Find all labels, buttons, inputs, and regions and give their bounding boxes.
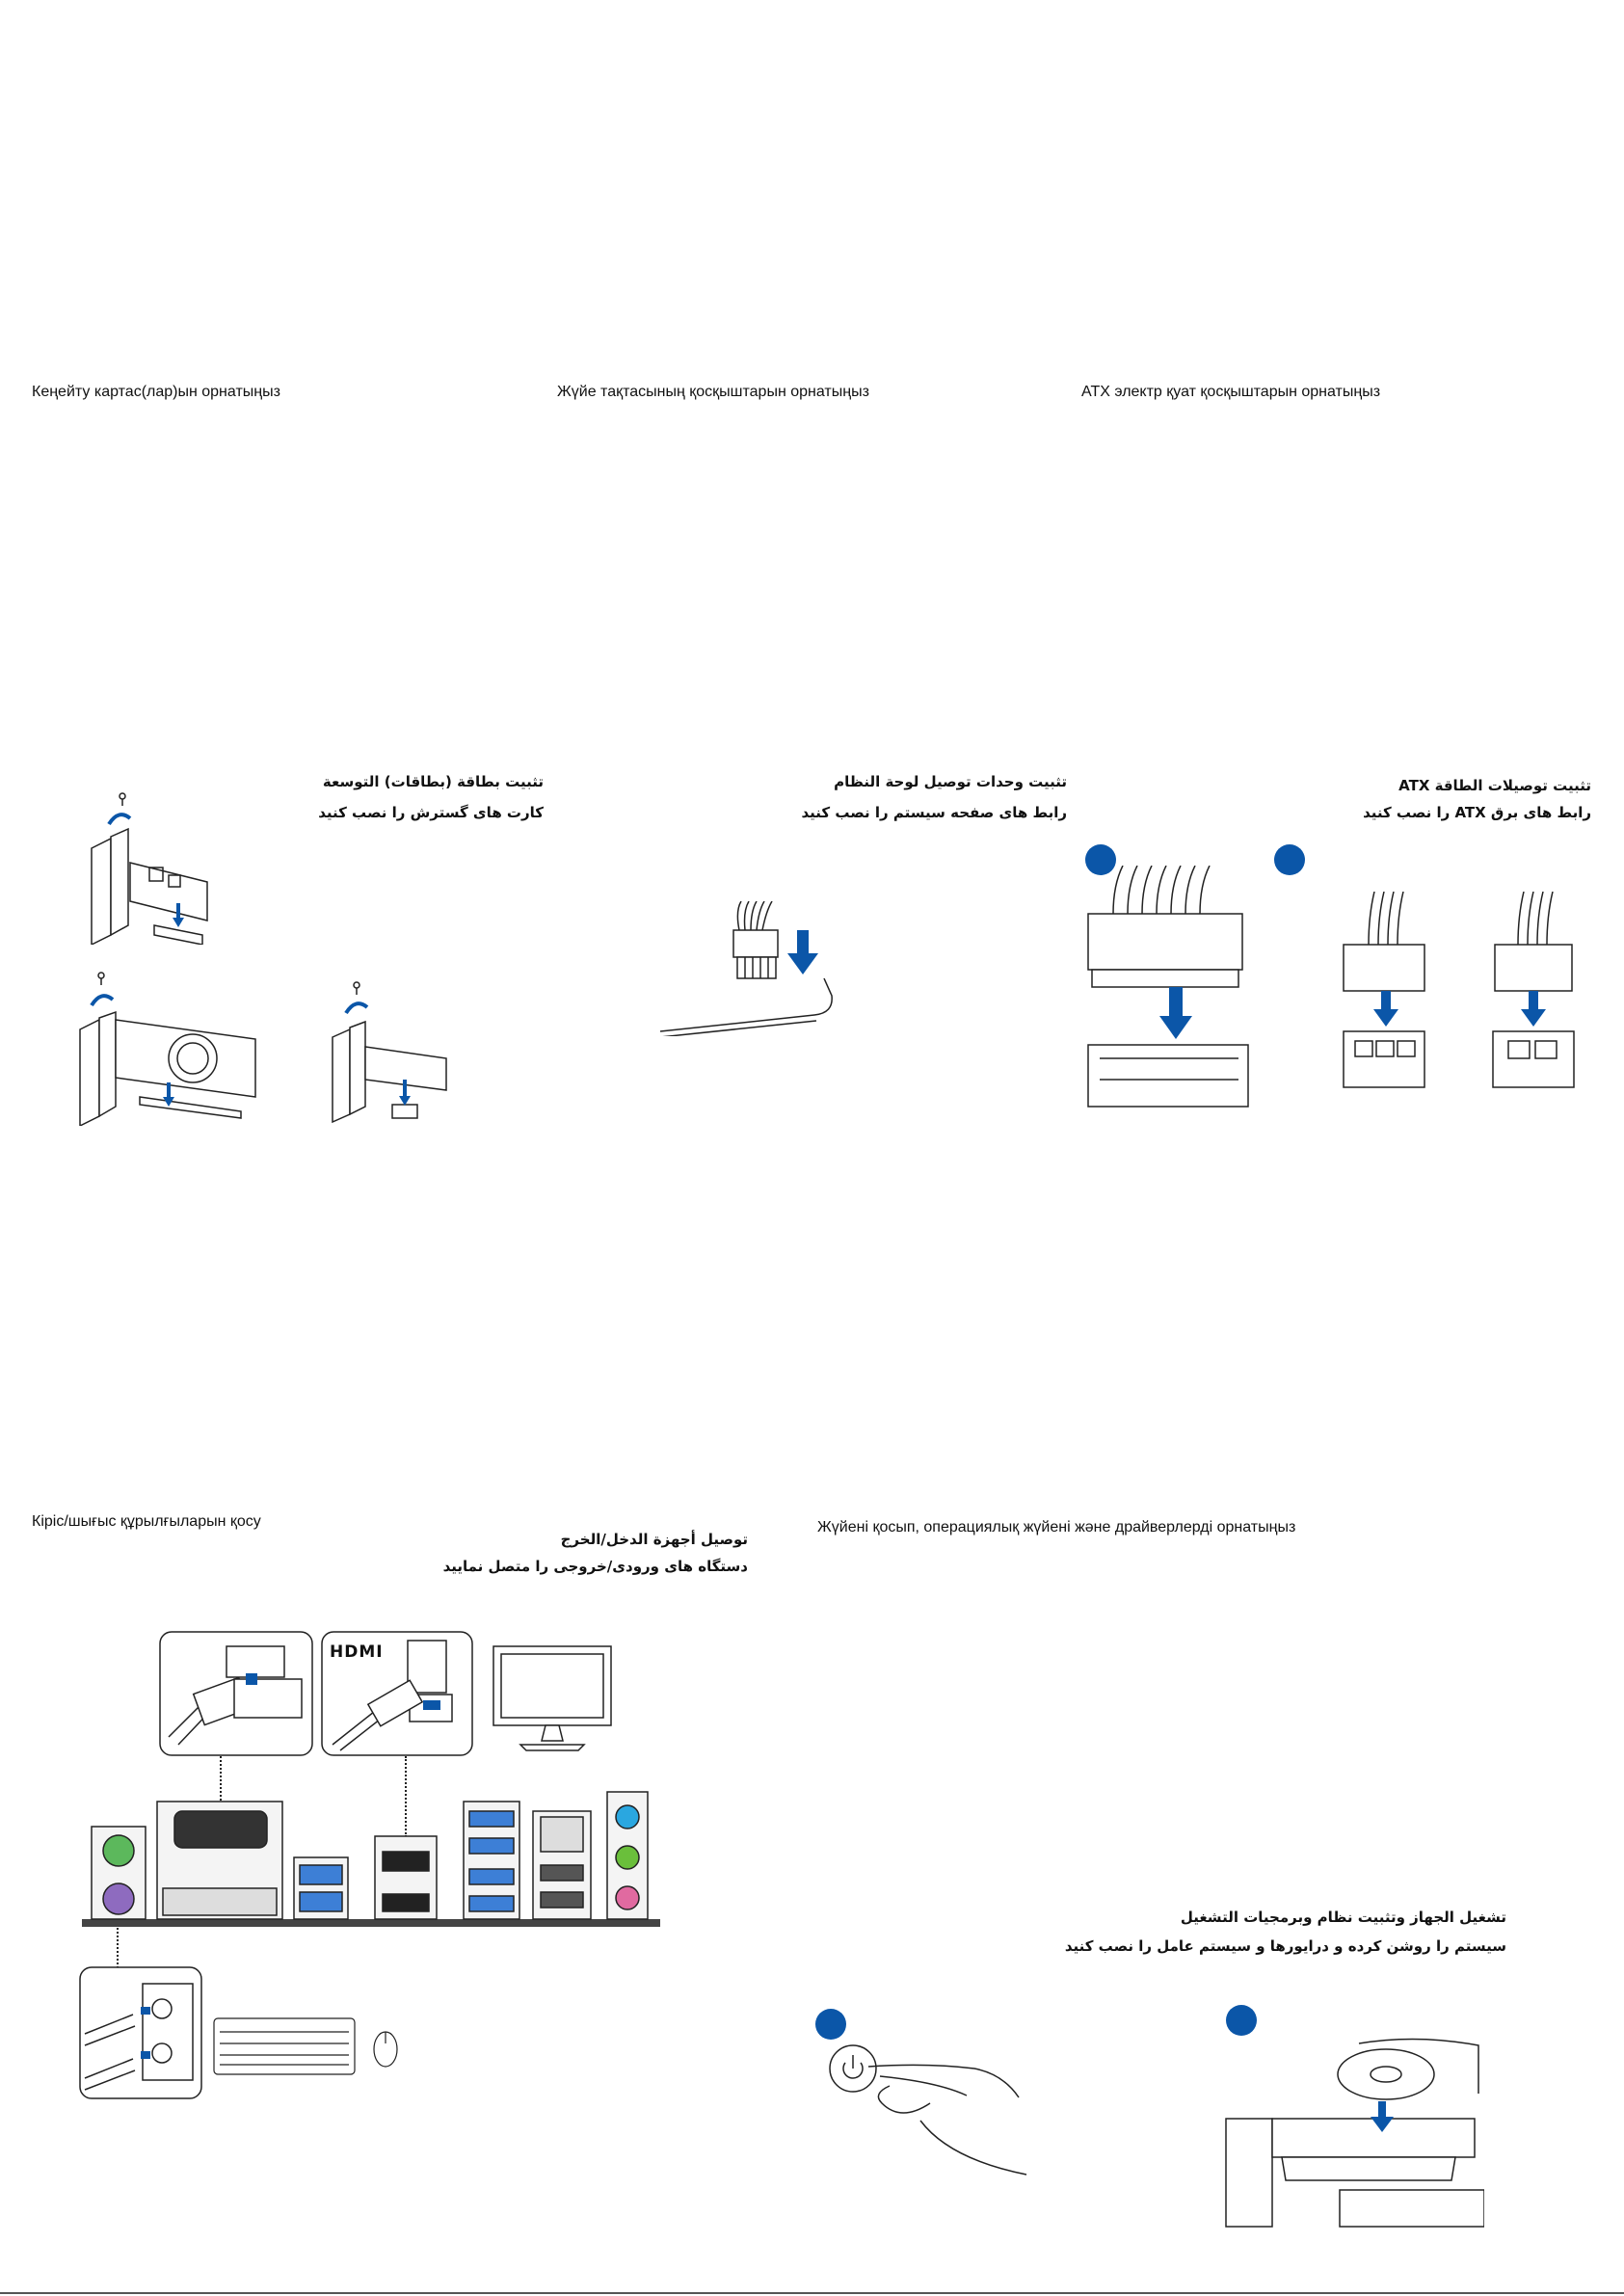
hdmi-cable-callout <box>321 1631 473 1756</box>
rear-io-panel-illustration <box>82 1791 660 1927</box>
panel-connector-illustration <box>660 901 833 1036</box>
vga-leader-line <box>220 1756 222 1801</box>
heading-fa-panel: رابط های صفحه سیستم را نصب کنید <box>801 804 1067 821</box>
hdmi-leader-line <box>405 1756 407 1837</box>
step-1-badge-power <box>815 2009 846 2040</box>
section-title-panel: Жүйе тақтасының қосқыштарын орнатыңыз <box>557 384 869 400</box>
ps2-cable-callout <box>79 1966 202 2099</box>
page-bottom-rule <box>0 2292 1624 2294</box>
section-title-power-os: Жүйені қосып, операциялық жүйені және др… <box>817 1519 1296 1535</box>
section-title-atx: ATX электр қуат қосқыштарын орнатыңыз <box>1081 384 1381 400</box>
eps-8pin-illustration <box>1343 892 1425 1088</box>
optical-drive-illustration <box>1225 2038 1484 2228</box>
atx-24pin-illustration <box>1087 866 1249 1108</box>
step-2-badge-atx <box>1274 844 1305 875</box>
heading-ar-io: توصيل أجهزة الدخل/الخرج <box>560 1531 748 1548</box>
expansion-card-short-illustration <box>332 981 447 1124</box>
keyboard-mouse-illustration <box>213 2017 398 2075</box>
heading-fa-atx: رابط های برق ATX را نصب کنید <box>1363 804 1591 821</box>
vga-cable-callout <box>159 1631 313 1756</box>
hdmi-logo: HDMI <box>330 1642 384 1662</box>
heading-fa-io: دستگاه های ورودی/خروجی را متصل نمایید <box>442 1558 748 1575</box>
graphics-card-illustration <box>79 972 256 1126</box>
section-title-expansion: Кеңейту картас(лар)ын орнатыңыз <box>32 384 280 400</box>
heading-ar-power-os: تشغيل الجهاز وتثبيت نظام وبرمجيات التشغي… <box>1180 1909 1506 1926</box>
eps-4pin-illustration <box>1492 892 1575 1088</box>
section-title-io: Кіріс/шығыс құрылғыларын қосу <box>32 1513 261 1530</box>
step-1-badge-atx <box>1085 844 1116 875</box>
step-2-badge-power <box>1226 2005 1257 2036</box>
heading-ar-atx: تثبيت توصيلات الطاقة ATX <box>1398 777 1591 794</box>
expansion-card-small-illustration <box>91 792 208 945</box>
monitor-illustration <box>493 1645 612 1751</box>
ps2-leader-line <box>117 1928 119 1968</box>
heading-fa-power-os: سیستم را روشن کرده و درایورها و سیستم عا… <box>1064 1937 1506 1955</box>
heading-fa-expansion: کارت های گسترش را نصب کنید <box>318 804 544 821</box>
power-button-illustration <box>829 2044 1027 2176</box>
heading-ar-expansion: تثبيت بطاقة (بطاقات) التوسعة <box>322 773 544 790</box>
heading-ar-panel: تثبيت وحدات توصيل لوحة النظام <box>834 773 1067 790</box>
